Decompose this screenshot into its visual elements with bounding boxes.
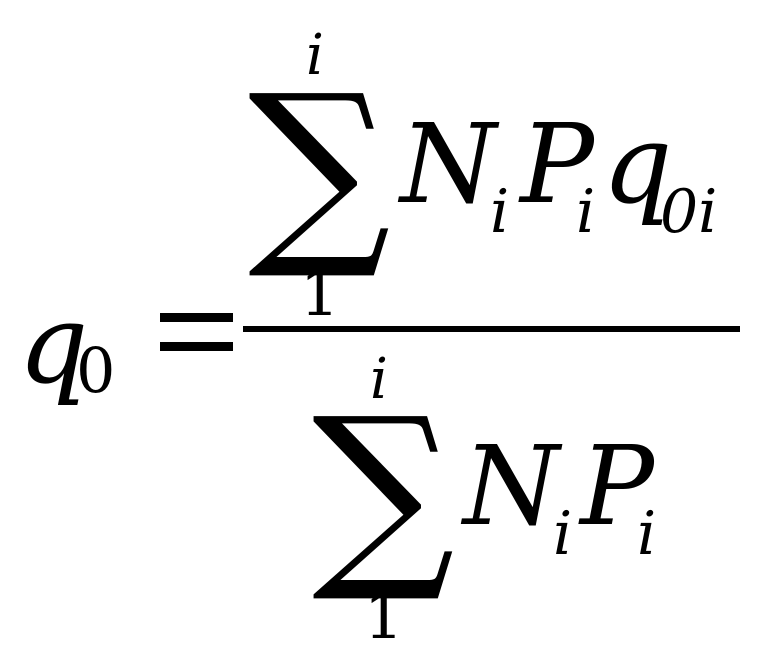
denominator: i ∑ 1 N i P i [312, 347, 656, 653]
fraction-bar [243, 326, 740, 332]
numerator-upper-limit: i [306, 23, 324, 88]
numerator-term-q-subscript: 0i [660, 177, 717, 247]
denominator-term-N-subscript: i [553, 499, 572, 569]
numerator-sum-symbol: ∑ [248, 52, 391, 285]
denominator-upper-limit: i [370, 347, 388, 412]
numerator-term-q: q [602, 100, 672, 228]
denominator-term-N: N [460, 422, 563, 550]
denominator-term-P: P [578, 422, 656, 550]
numerator-term-N: N [397, 100, 500, 228]
denominator-term-P-subscript: i [637, 499, 656, 569]
numerator-lower-limit: 1 [300, 257, 339, 330]
numerator: i ∑ 1 N i P i q 0i [248, 23, 717, 330]
numerator-term-N-subscript: i [490, 177, 509, 247]
numerator-term-P-subscript: i [576, 177, 595, 247]
numerator-term-P: P [518, 100, 596, 228]
denominator-sum-symbol: ∑ [312, 375, 455, 608]
equals-sign: = [160, 313, 233, 351]
lhs: q 0 [18, 280, 115, 408]
denominator-lower-limit: 1 [364, 580, 403, 653]
lhs-subscript: 0 [76, 334, 115, 407]
lhs-base: q [18, 280, 88, 408]
